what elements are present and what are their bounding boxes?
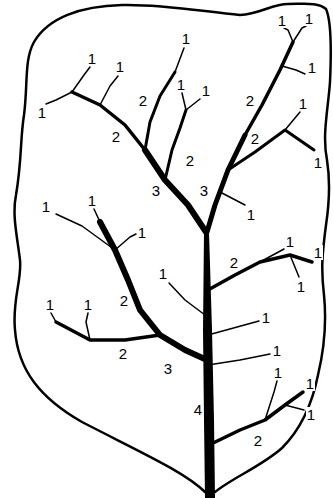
vein-order-3 <box>207 135 245 232</box>
stream-order-number: 2 <box>253 433 263 448</box>
vein-order-1 <box>115 234 136 250</box>
stream-order-number: 1 <box>246 207 256 222</box>
vein-order-1 <box>186 99 200 110</box>
stream-order-number: 2 <box>119 293 129 308</box>
stream-order-number: 1 <box>158 266 168 281</box>
stream-order-number: 1 <box>272 343 282 358</box>
vein-order-2 <box>72 92 145 150</box>
stream-order-number: 2 <box>111 129 121 144</box>
vein-order-1 <box>51 313 56 322</box>
stream-order-number: 3 <box>163 361 173 376</box>
stream-order-number: 1 <box>115 59 125 74</box>
vein-order-2 <box>145 72 175 150</box>
stream-order-number: 1 <box>261 310 271 325</box>
stream-order-number: 1 <box>176 77 186 92</box>
vein-order-2 <box>245 42 293 135</box>
stream-order-number: 1 <box>277 13 287 28</box>
stream-order-number: 1 <box>298 96 308 111</box>
vein-order-1 <box>260 249 284 262</box>
vein-order-3 <box>145 150 206 232</box>
vein-order-1 <box>72 67 90 92</box>
vein-order-1 <box>94 209 100 222</box>
vein-order-1 <box>56 214 115 250</box>
stream-order-number: 1 <box>45 297 55 312</box>
vein-order-1 <box>265 381 277 420</box>
stream-order-number: 1 <box>83 297 93 312</box>
stream-order-number: 4 <box>193 402 203 417</box>
vein-order-1 <box>285 405 304 410</box>
stream-order-number: 1 <box>296 279 306 294</box>
stream-order-number: 1 <box>304 11 314 26</box>
stream-order-number: 1 <box>305 376 315 391</box>
stream-order-number: 3 <box>151 183 161 198</box>
stream-order-number: 1 <box>313 245 323 260</box>
vein-order-1 <box>175 48 184 72</box>
vein-order-1 <box>208 354 270 365</box>
vein-network <box>46 26 314 445</box>
stream-order-number: 2 <box>118 346 128 361</box>
stream-order-number: 1 <box>37 105 47 120</box>
vein-order-1 <box>169 283 205 315</box>
stream-order-number: 1 <box>307 60 317 75</box>
vein-order-1 <box>220 192 245 205</box>
vein-order-1 <box>290 255 299 277</box>
stream-order-number: 1 <box>273 365 283 380</box>
stream-order-number: 1 <box>285 234 295 249</box>
stream-order-number: 2 <box>138 93 148 108</box>
leaf-outline <box>14 4 330 492</box>
vein-order-2 <box>228 130 314 170</box>
stream-order-number: 1 <box>137 225 147 240</box>
vein-order-1 <box>182 93 186 110</box>
vein-order-1 <box>285 112 300 130</box>
stream-order-number: 1 <box>87 193 97 208</box>
stream-order-number: 1 <box>313 155 323 170</box>
stream-order-number: 1 <box>41 199 51 214</box>
vein-order-1 <box>284 28 293 42</box>
vein-order-1 <box>282 66 305 74</box>
vein-order-1 <box>46 92 72 104</box>
stream-order-number: 1 <box>181 31 191 46</box>
stream-order-number: 3 <box>199 183 209 198</box>
stream-order-number: 2 <box>185 153 195 168</box>
stream-order-number: 1 <box>87 51 97 66</box>
stream-order-number: 1 <box>201 83 211 98</box>
stream-order-number: 2 <box>229 255 239 270</box>
stream-order-number: 2 <box>250 131 260 146</box>
stream-order-number: 1 <box>306 407 316 422</box>
vein-order-1 <box>100 76 118 105</box>
vein-order-1 <box>293 26 306 42</box>
vein-order-2 <box>56 322 160 340</box>
stream-order-number: 2 <box>245 93 255 108</box>
vein-order-2 <box>165 110 186 180</box>
vein-order-1 <box>208 321 259 335</box>
vein-order-1 <box>86 313 90 340</box>
